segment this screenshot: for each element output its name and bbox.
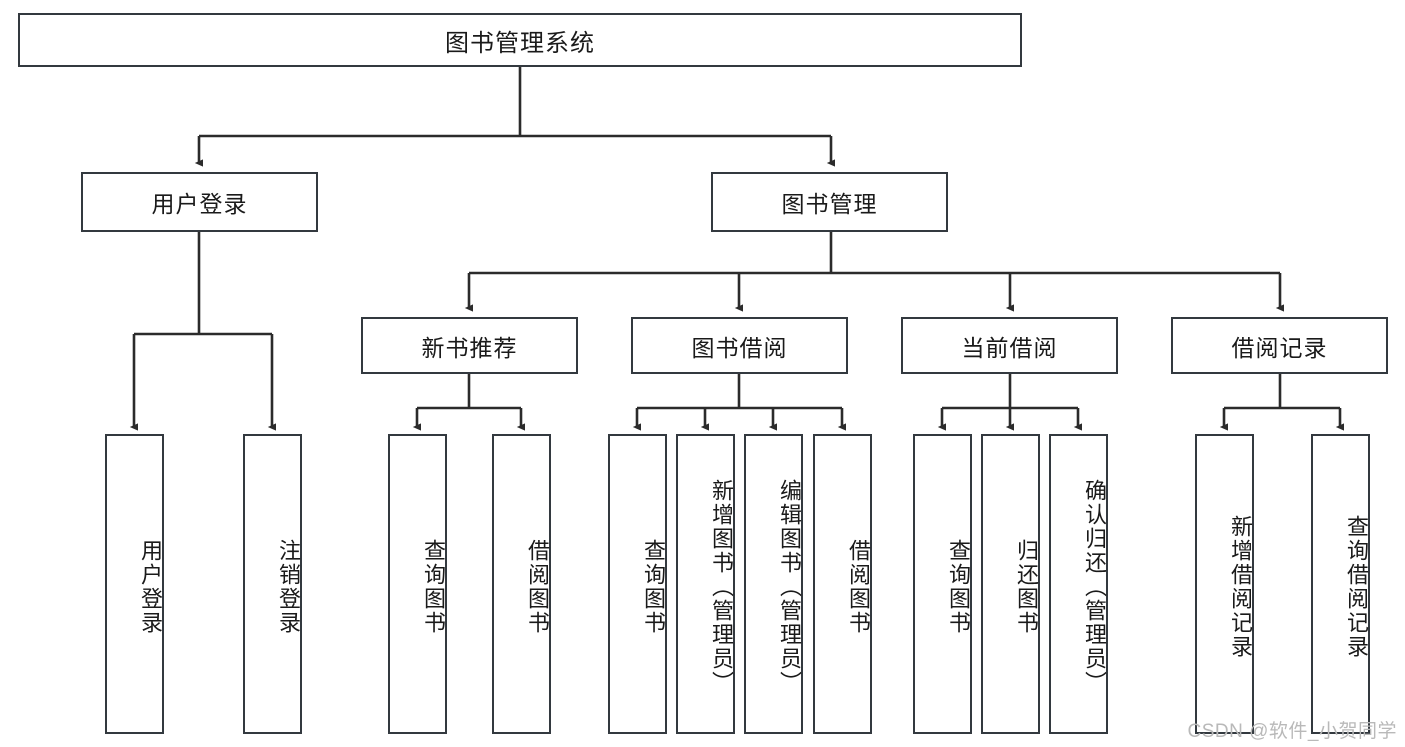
leaf-user-login-signout[interactable]: 注销登录 [243, 434, 302, 734]
node-label: 借阅图书 [525, 539, 550, 635]
node-current-borrow[interactable]: 当前借阅 [901, 317, 1118, 374]
node-label: 图书借阅 [691, 334, 788, 361]
node-borrow-record[interactable]: 借阅记录 [1171, 317, 1388, 374]
leaf-current-borrow-confirm-return-admin[interactable]: 确认归还（管理员） [1049, 434, 1108, 734]
node-label: 用户登录 [151, 191, 248, 217]
leaf-book-borrow-edit-book-admin[interactable]: 编辑图书（管理员） [744, 434, 803, 734]
node-label: 当前借阅 [961, 334, 1058, 361]
node-label: 查询借阅记录 [1344, 515, 1369, 659]
node-label: 查询图书 [946, 539, 971, 635]
leaf-current-borrow-return-book[interactable]: 归还图书 [981, 434, 1040, 734]
leaf-current-borrow-query-book[interactable]: 查询图书 [913, 434, 972, 734]
csdn-watermark: CSDN @软件_小贺同学 [1187, 721, 1397, 742]
node-label: 确认归还（管理员） [1082, 479, 1107, 695]
leaf-new-book-query-book[interactable]: 查询图书 [388, 434, 447, 734]
leaf-borrow-record-add-record[interactable]: 新增借阅记录 [1195, 434, 1254, 734]
node-book-management[interactable]: 图书管理 [711, 172, 948, 232]
node-book-borrow[interactable]: 图书借阅 [631, 317, 848, 374]
node-root-book-management-system[interactable]: 图书管理系统 [18, 13, 1022, 67]
node-label: 图书管理 [781, 191, 878, 217]
leaf-user-login-signin[interactable]: 用户登录 [105, 434, 164, 734]
node-new-book-recommend[interactable]: 新书推荐 [361, 317, 578, 374]
node-label: 新增图书（管理员） [709, 479, 734, 695]
leaf-book-borrow-query-book[interactable]: 查询图书 [608, 434, 667, 734]
node-label: 新增借阅记录 [1228, 515, 1253, 659]
node-label: 用户登录 [138, 539, 163, 635]
leaf-book-borrow-add-book-admin[interactable]: 新增图书（管理员） [676, 434, 735, 734]
node-label: 查询图书 [641, 539, 666, 635]
leaf-borrow-record-query-record[interactable]: 查询借阅记录 [1311, 434, 1370, 734]
leaf-book-borrow-borrow-book[interactable]: 借阅图书 [813, 434, 872, 734]
node-label: 注销登录 [276, 539, 301, 635]
node-label: 归还图书 [1014, 539, 1039, 635]
node-label: 新书推荐 [421, 334, 518, 361]
leaf-new-book-borrow-book[interactable]: 借阅图书 [492, 434, 551, 734]
node-label: 编辑图书（管理员） [777, 479, 802, 695]
node-label: 借阅记录 [1231, 334, 1328, 361]
node-label: 图书管理系统 [445, 29, 595, 57]
node-label: 查询图书 [421, 539, 446, 635]
node-label: 借阅图书 [846, 539, 871, 635]
node-user-login[interactable]: 用户登录 [81, 172, 318, 232]
